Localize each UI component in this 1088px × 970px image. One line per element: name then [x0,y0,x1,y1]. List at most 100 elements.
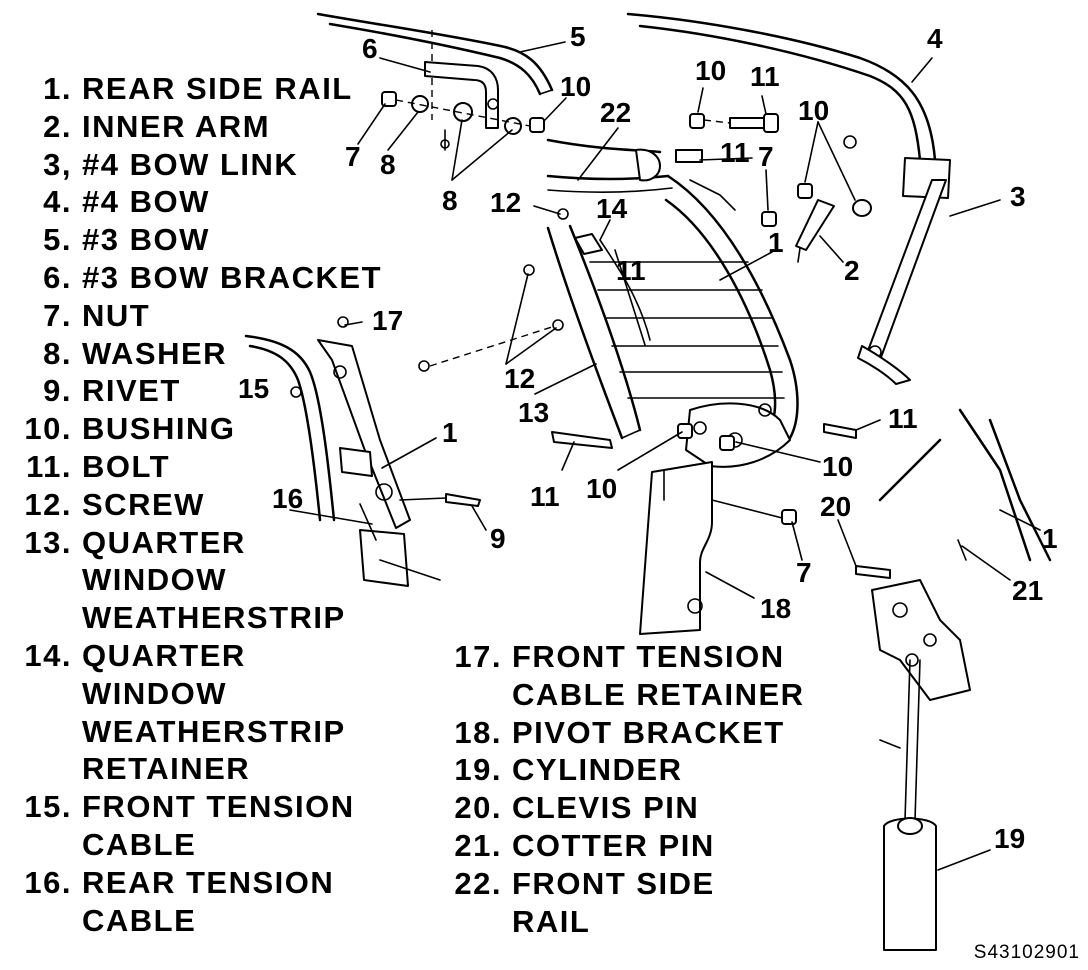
legend-number: 7. [43,297,72,333]
legend-item: 11.BOLT [0,448,382,486]
callout-18: 18 [760,593,791,624]
legend-label: RIVET [82,373,181,409]
legend-label: #3 BOW [82,222,210,258]
legend-item: 12.SCREW [0,486,382,524]
callout-numbers: 6 5 4 10 7 8 8 10 11 22 11 7 10 3 12 14 … [238,21,1058,854]
legend-item: 10. BUSHING [0,410,382,448]
legend-number: 3, [43,146,72,182]
legend-label: RAIL [512,903,591,939]
callout-10: 10 [822,451,853,482]
callout-11: 11 [616,255,646,286]
legend-number [0,750,72,788]
legend-item: 18.PIVOT BRACKET [440,714,805,752]
legend-item: 22.FRONT SIDE [440,865,805,903]
leader-lines [289,41,1041,871]
legend-item: CABLE [0,902,382,940]
legend-number: 8. [43,335,72,371]
callout-2: 2 [844,255,860,286]
callout-4: 4 [927,23,943,54]
callout-7: 7 [758,141,774,172]
legend-number: 4. [43,184,72,220]
callout-12: 12 [490,187,521,218]
hardware-top-left [381,91,545,135]
callout-8: 8 [380,149,396,180]
callout-10: 10 [695,55,726,86]
legend-label: #4 BOW LINK [82,146,299,182]
callout-7: 7 [796,557,812,588]
legend-item: 19.CYLINDER [440,751,805,789]
legend-number: 16. [24,864,72,900]
callout-11: 11 [750,61,780,92]
legend-item: 4.#4 BOW [0,183,382,221]
legend-number [440,903,502,941]
legend-item: 21.COTTER PIN [440,827,805,865]
quarter-window-weatherstrip [546,224,785,440]
legend-number: 2. [43,108,72,144]
legend-item: 5. #3 BOW [0,221,382,259]
callout-10: 10 [560,71,591,102]
legend-number: 13. [24,524,72,560]
callout-10: 10 [798,95,829,126]
callout-16: 16 [272,483,303,514]
legend-item: 13. QUARTER [0,524,382,562]
legend-item: WINDOW [0,675,382,713]
bow-4-group [626,12,951,385]
callout-17: 17 [372,305,403,336]
legend-number [0,902,72,940]
legend-number: 17. [454,639,502,674]
legend-item: WEATHERSTRIP [0,599,382,637]
legend-number [0,599,72,637]
legend-item: 3, #4 BOW LINK [0,146,382,184]
legend-label: QUARTER [82,637,246,673]
legend-label: REAR SIDE RAIL [82,71,353,106]
legend-number: 14. [24,637,72,673]
callout-14: 14 [596,193,628,224]
legend-number: 10. [24,411,72,447]
callout-8: 8 [442,185,458,216]
callout-15: 15 [238,373,269,404]
legend-label: WEATHERSTRIP [82,713,346,749]
legend-number: 11. [26,448,72,484]
inner-arm [795,199,835,263]
legend-label: RETAINER [82,751,251,787]
legend-item: 8.WASHER [0,335,382,373]
legend-number: 22. [454,865,502,901]
pivot-bracket [551,423,857,635]
legend-label: CABLE RETAINER [512,676,805,712]
legend-number: 21. [454,827,502,863]
legend-label: BUSHING [82,411,236,447]
legend-label: CLEVIS PIN [512,790,700,826]
legend-item: RAIL [440,903,805,941]
legend-number [0,713,72,751]
legend-item: CABLE [0,826,382,864]
rear-rail-detail [244,316,481,587]
legend-number: 18. [454,714,502,750]
legend-item: WINDOW [0,561,382,599]
legend-item: RETAINER [0,750,382,788]
legend-item: CABLE RETAINER [440,676,805,714]
screws [418,208,569,372]
legend-number: 1. [43,71,72,106]
legend-label: #3 BOW BRACKET [82,259,383,295]
legend-number: 12. [24,486,72,522]
callout-11: 11 [720,137,750,168]
legend-label: QUARTER [82,524,246,560]
callout-5: 5 [570,21,586,52]
legend-number: 15. [24,789,72,825]
callout-1: 1 [768,227,784,258]
legend-item: 1. REAR SIDE RAIL [0,70,382,108]
legend-number [440,676,502,714]
callout-13: 13 [518,397,549,428]
legend-label: WINDOW [82,675,228,711]
legend-item: 2.INNER ARM [0,108,382,146]
callout-9: 9 [490,523,506,554]
callout-10: 10 [586,473,617,504]
callout-11: 11 [530,481,560,512]
legend-item: 7.NUT [0,297,382,335]
legend-item: 6.#3 BOW BRACKET [0,259,382,297]
legend-number: 5. [43,222,72,258]
legend-number: 19. [454,752,502,788]
callout-1: 1 [442,417,458,448]
